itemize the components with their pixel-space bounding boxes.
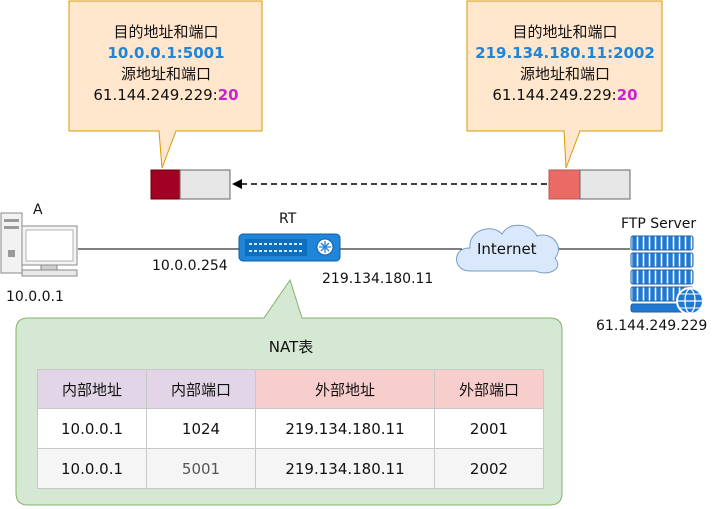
internet-cloud-label: Internet xyxy=(477,240,537,258)
src-label-right: 源地址和端口 xyxy=(519,65,610,83)
table-cell: 10.0.0.1 xyxy=(37,408,147,449)
table-cell: 219.134.180.11 xyxy=(255,448,435,489)
src-label-left: 源地址和端口 xyxy=(120,65,211,83)
src-value-left: 61.144.249.229:20 xyxy=(69,85,263,106)
dst-value-left: 10.0.0.1:5001 xyxy=(107,44,225,62)
internet-cloud-icon xyxy=(456,224,560,274)
nat-table: 内部地址 内部端口 外部地址 外部端口 10.0.0.1 1024 219.13… xyxy=(37,369,544,489)
router-inside-ip-label: 10.0.0.254 xyxy=(152,258,228,274)
router-outside-ip-label: 219.134.180.11 xyxy=(322,271,434,287)
table-cell: 10.0.0.1 xyxy=(37,448,147,489)
header-outside-address: 外部地址 xyxy=(255,369,435,409)
table-cell: 219.134.180.11 xyxy=(255,408,435,449)
table-cell: 1024 xyxy=(146,408,256,449)
dst-label-right: 目的地址和端口 xyxy=(512,23,618,41)
callout-left-text: 目的地址和端口 10.0.0.1:5001 源地址和端口 61.144.249.… xyxy=(69,22,263,106)
table-cell: 2002 xyxy=(434,448,544,489)
host-name-label: A xyxy=(33,202,43,218)
computer-icon xyxy=(0,212,78,277)
src-value-right: 61.144.249.229:20 xyxy=(467,85,663,106)
header-inside-address: 内部地址 xyxy=(37,369,147,409)
table-cell: 2001 xyxy=(434,408,544,449)
nat-table-header: 内部地址 内部端口 外部地址 外部端口 xyxy=(37,369,544,409)
header-outside-port: 外部端口 xyxy=(434,369,544,409)
src-ip-right: 61.144.249.229: xyxy=(492,86,617,104)
table-cell: 5001 xyxy=(146,448,256,489)
packet-left xyxy=(150,169,231,200)
src-port-left: 20 xyxy=(217,86,239,104)
table-row: 10.0.0.1 1024 219.134.180.11 2001 xyxy=(37,408,544,449)
server-ip-label: 61.144.249.229 xyxy=(596,318,708,334)
host-ip-label: 10.0.0.1 xyxy=(6,289,64,305)
callout-left-box xyxy=(68,0,263,169)
server-icon xyxy=(630,235,704,315)
dst-value-right: 219.134.180.11:2002 xyxy=(475,44,655,62)
src-port-right: 20 xyxy=(616,86,638,104)
dst-label-left: 目的地址和端口 xyxy=(113,23,219,41)
header-inside-port: 内部端口 xyxy=(146,369,256,409)
src-ip-left: 61.144.249.229: xyxy=(93,86,218,104)
nat-table-title: NAT表 xyxy=(268,338,314,356)
packet-right xyxy=(548,169,631,200)
callout-right-text: 目的地址和端口 219.134.180.11:2002 源地址和端口 61.14… xyxy=(467,22,663,106)
callout-right-box xyxy=(466,0,663,169)
router-icon xyxy=(238,233,341,262)
server-name-label: FTP Server xyxy=(621,216,697,232)
router-name-label: RT xyxy=(279,211,297,227)
table-row: 10.0.0.1 5001 219.134.180.11 2002 xyxy=(37,448,544,489)
